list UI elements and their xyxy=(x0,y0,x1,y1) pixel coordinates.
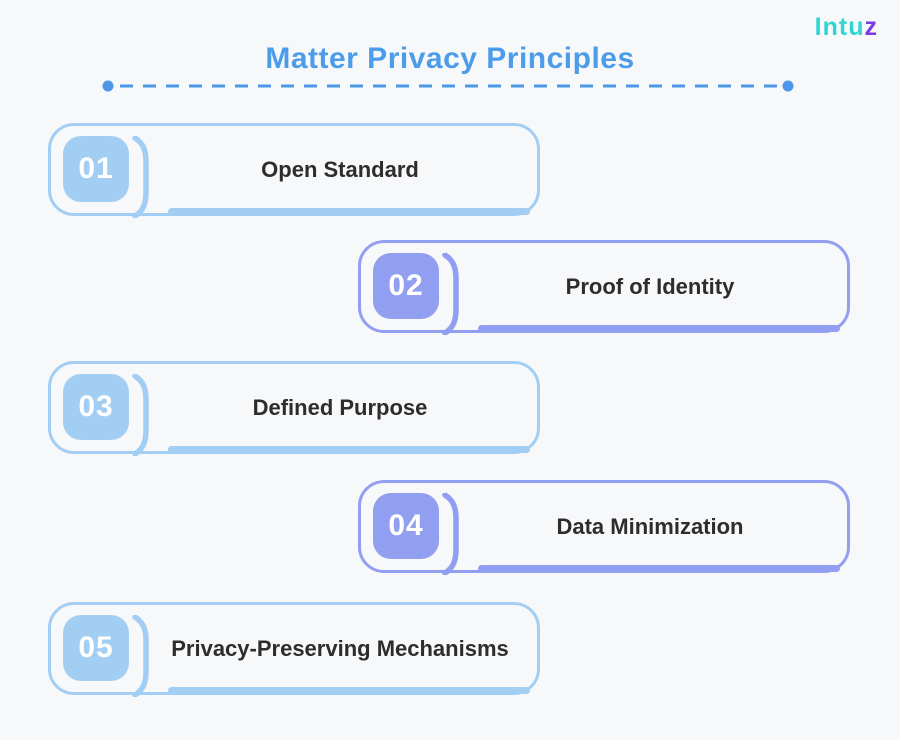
card-underline xyxy=(478,325,840,332)
principle-card-2: 02 Proof of Identity xyxy=(358,240,850,335)
page-title: Matter Privacy Principles xyxy=(265,42,635,75)
principle-number-badge: 04 xyxy=(373,493,439,559)
badge-bracket-arc xyxy=(442,493,459,575)
divider-right-dot xyxy=(782,80,794,92)
principle-label: Defined Purpose xyxy=(252,394,428,420)
principle-label: Proof of Identity xyxy=(565,273,735,299)
intuz-logo: Intuz xyxy=(815,13,878,42)
principle-card-5: 05 Privacy-Preserving Mechanisms xyxy=(48,602,540,697)
title-dashed-divider xyxy=(100,79,796,93)
badge-bracket-arc xyxy=(442,253,459,335)
divider-left-dot xyxy=(102,80,114,92)
card-underline xyxy=(168,208,530,215)
card-underline xyxy=(168,687,530,694)
badge-bracket-arc xyxy=(132,374,149,456)
badge-bracket-arc xyxy=(132,136,149,218)
logo-text-primary: Intu xyxy=(814,13,865,41)
principle-card-3: 03 Defined Purpose xyxy=(48,361,540,456)
logo-text-accent: z xyxy=(864,13,878,41)
principle-number-badge: 01 xyxy=(63,136,129,202)
principle-label: Data Minimization xyxy=(556,513,744,539)
card-underline xyxy=(168,446,530,453)
card-underline xyxy=(478,565,840,572)
principle-number-badge: 02 xyxy=(373,253,439,319)
principle-label: Privacy-Preserving Mechanisms xyxy=(171,635,509,661)
principle-card-1: 01 Open Standard xyxy=(48,123,540,218)
dashed-line-graphic xyxy=(102,80,794,92)
principle-card-4: 04 Data Minimization xyxy=(358,480,850,575)
principle-label: Open Standard xyxy=(261,156,419,182)
principle-number-badge: 05 xyxy=(63,615,129,681)
badge-bracket-arc xyxy=(132,615,149,697)
principle-number-badge: 03 xyxy=(63,374,129,440)
